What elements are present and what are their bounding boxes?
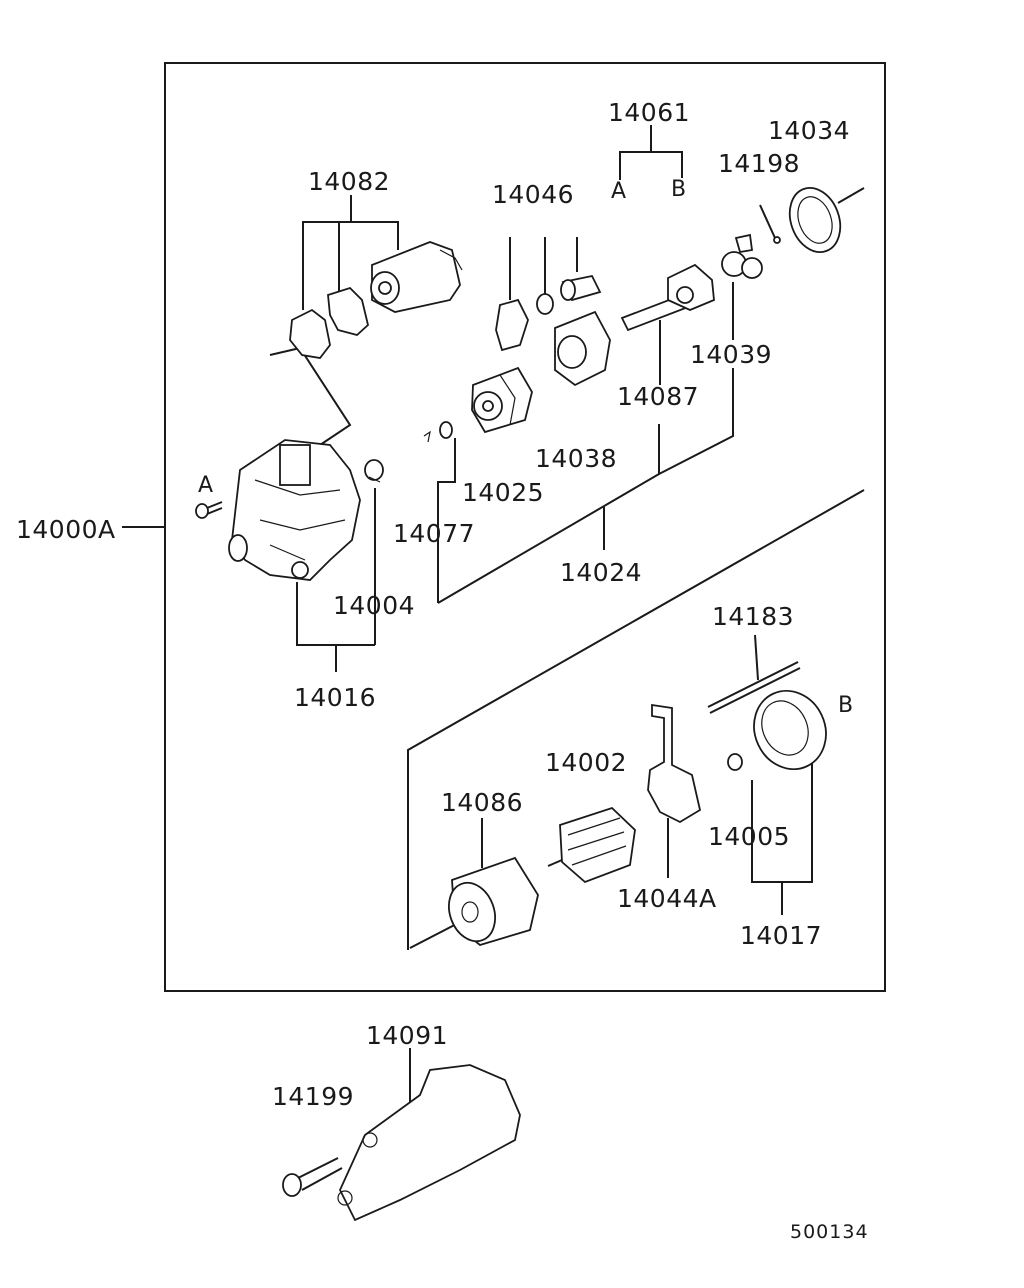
- label-a-bolt: A: [198, 473, 214, 498]
- label-14061: 14061: [608, 98, 690, 127]
- label-14198: 14198: [718, 149, 800, 178]
- label-a-top: A: [611, 179, 627, 204]
- part-labels: 14061 14034 14198 14082 14046 A B 14039 …: [16, 98, 869, 1243]
- fitting-14004-part: [364, 459, 384, 483]
- ring-14077-part: [423, 421, 453, 443]
- label-14017: 14017: [740, 921, 822, 950]
- housing-14038-part: [554, 310, 611, 387]
- clip-14198-part: [773, 236, 781, 244]
- label-14016: 14016: [294, 683, 376, 712]
- label-14025: 14025: [462, 478, 544, 507]
- cover-14091-part: [337, 1064, 521, 1222]
- label-14046: 14046: [492, 180, 574, 209]
- starter-housing-part: [228, 439, 361, 581]
- clutch-14025-part: [471, 366, 533, 434]
- label-14087: 14087: [617, 382, 699, 411]
- bolt-a-part: [195, 501, 223, 519]
- label-14038: 14038: [535, 444, 617, 473]
- label-b-mid: B: [838, 693, 854, 718]
- label-14002: 14002: [545, 748, 627, 777]
- label-b-top: B: [671, 177, 687, 202]
- cover-14017-part: [753, 689, 827, 771]
- washer-14005-part: [727, 753, 743, 771]
- leader-lines: [122, 125, 865, 1198]
- lever-14046-part: [495, 274, 602, 352]
- brush-holder-14044a-part: [647, 703, 702, 824]
- shaft-14087-part: [620, 263, 715, 332]
- label-14005: 14005: [708, 822, 790, 851]
- gear-14039-part: [721, 233, 763, 279]
- label-14034: 14034: [768, 116, 850, 145]
- parts: [195, 187, 842, 1222]
- label-14000a: 14000A: [16, 515, 116, 544]
- armature-14002-part: [547, 806, 636, 884]
- label-14091: 14091: [366, 1021, 448, 1050]
- label-14082: 14082: [308, 167, 390, 196]
- label-14199: 14199: [272, 1082, 354, 1111]
- label-14039: 14039: [690, 340, 772, 369]
- ring-14034-part: [788, 187, 842, 253]
- label-14077: 14077: [393, 519, 475, 548]
- label-14086: 14086: [441, 788, 523, 817]
- bolt-14199-part: [282, 1157, 343, 1197]
- label-14004: 14004: [333, 591, 415, 620]
- label-14044a: 14044A: [617, 884, 717, 913]
- solenoid-14082-part: [289, 241, 463, 359]
- bolt-14183-part: [707, 661, 801, 714]
- yoke-14086-part: [448, 856, 539, 946]
- label-14183: 14183: [712, 602, 794, 631]
- diagram-code: 500134: [790, 1221, 869, 1243]
- label-14024: 14024: [560, 558, 642, 587]
